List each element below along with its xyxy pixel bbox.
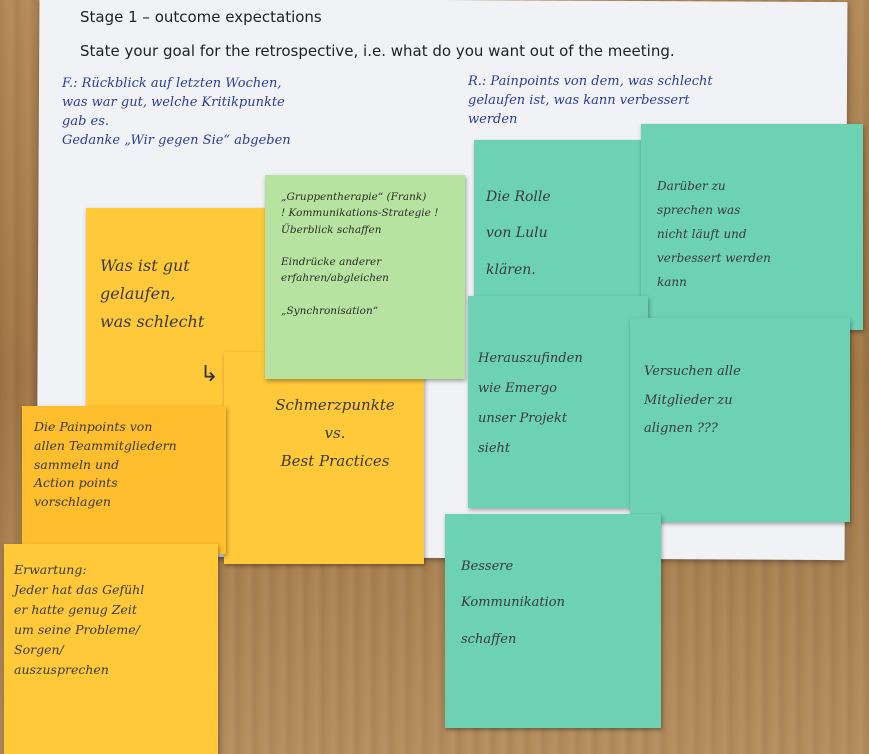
note-text: Was ist gut gelaufen, was schlecht — [100, 256, 205, 331]
stage-heading: Stage 1 – outcome expectations — [80, 8, 322, 26]
sticky-note-versuchen-alignen: Versuchen alle Mitglieder zu alignen ??? — [630, 318, 850, 522]
sticky-note-bessere-kommunikation: Bessere Kommunikation schaffen — [445, 514, 661, 728]
handwritten-goal-f: F.: Rückblick auf letzten Wochen, was wa… — [62, 76, 291, 148]
sticky-note-gruppentherapie: „Gruppentherapie“ (Frank) ! Kommunikatio… — [265, 175, 465, 379]
note-text: „Gruppentherapie“ (Frank) ! Kommunikatio… — [281, 191, 439, 317]
note-text: Erwartung: Jeder hat das Gefühl er hatte… — [14, 562, 145, 677]
handwritten-goal-r: R.: Painpoints von dem, was schlecht gel… — [468, 74, 713, 127]
sticky-note-painpoints-sammeln: Die Painpoints von allen Teammitgliedern… — [22, 406, 226, 554]
sticky-note-herauszufinden: Herauszufinden wie Emergo unser Projekt … — [468, 296, 648, 508]
arrow-icon: ↳ — [200, 362, 219, 387]
note-text: Bessere Kommunikation schaffen — [461, 559, 565, 647]
note-text: Darüber zu sprechen was nicht läuft und … — [657, 179, 771, 289]
sticky-note-schmerzpunkte: Schmerzpunkte vs. Best Practices — [224, 352, 424, 564]
stage-instruction: State your goal for the retrospective, i… — [80, 42, 675, 60]
sticky-note-darueber-sprechen: Darüber zu sprechen was nicht läuft und … — [641, 124, 863, 330]
note-text: Schmerzpunkte vs. Best Practices — [275, 396, 395, 470]
note-text: Versuchen alle Mitglieder zu alignen ??? — [644, 364, 741, 437]
sticky-note-erwartung: Erwartung: Jeder hat das Gefühl er hatte… — [4, 544, 218, 754]
sticky-note-rolle-klaeren: Die Rolle von Lulu klären. — [474, 140, 644, 300]
note-text: Herauszufinden wie Emergo unser Projekt … — [478, 351, 583, 456]
sticky-note-was-ist-gut: Was ist gut gelaufen, was schlecht — [86, 208, 266, 408]
note-text: Die Rolle von Lulu klären. — [486, 189, 551, 278]
note-text: Die Painpoints von allen Teammitgliedern… — [34, 419, 177, 509]
